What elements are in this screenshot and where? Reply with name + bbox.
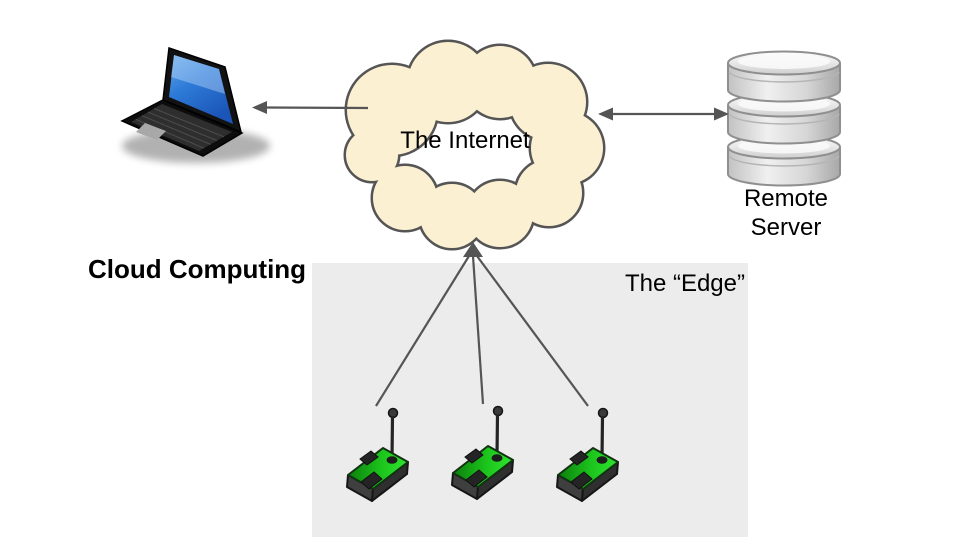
edge-arrowhead [463, 242, 483, 257]
internet-cloud-shape [343, 39, 606, 251]
edge-uplink-lines [375, 255, 589, 407]
database-icon [727, 50, 841, 187]
remote-server-label-line2: Server [750, 214, 822, 241]
cloud-computing-caption: Cloud Computing [88, 254, 307, 284]
arrow-cloud-laptop [252, 101, 369, 114]
iot-device-icon-3 [555, 406, 620, 503]
laptop-icon [120, 46, 270, 163]
iot-device-icon-1 [345, 406, 410, 503]
iot-device-icon-2 [450, 404, 515, 501]
edge-region-label: The “Edge” [624, 270, 745, 297]
arrow-cloud-server [598, 107, 729, 121]
internet-cloud-label: The Internet [400, 127, 530, 154]
remote-server-label-line1: Remote [743, 185, 829, 212]
remote-server-label: Remote Server [706, 184, 866, 242]
